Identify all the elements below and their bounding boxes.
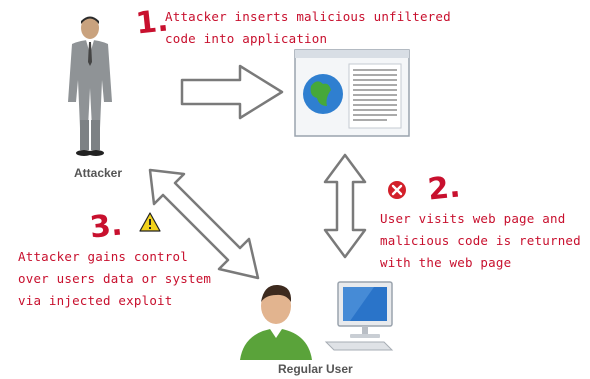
step-3-text: Attacker gains control over users data o…: [18, 246, 211, 312]
step-1-line-2: code into application: [165, 31, 328, 46]
step-2-number: 2.: [426, 169, 462, 208]
attacker-label: Attacker: [74, 166, 123, 180]
regular-user-figure: [240, 281, 394, 360]
error-x-icon: [388, 181, 406, 199]
step-3-line-2: over users data or system: [18, 271, 212, 286]
attacker-figure: [68, 16, 112, 156]
arrow-app-user-bidirectional: [323, 153, 367, 259]
arrow-attacker-to-app: [180, 64, 284, 120]
arrow-attacker-user-bidirectional: [148, 168, 260, 280]
warning-triangle-icon: [139, 212, 161, 232]
step-2-line-3: with the web page: [380, 255, 512, 270]
step-1-text: Attacker inserts malicious unfiltered co…: [165, 6, 451, 50]
regular-user-label: Regular User: [278, 362, 353, 376]
step-2-line-1: User visits web page and: [380, 211, 566, 226]
step-1-line-1: Attacker inserts malicious unfiltered: [165, 9, 451, 24]
step-2-text: User visits web page and malicious code …: [380, 208, 581, 274]
step-3-line-1: Attacker gains control: [18, 249, 188, 264]
step-2-line-2: malicious code is returned: [380, 233, 581, 248]
step-3-line-3: via injected exploit: [18, 293, 173, 308]
step-3-number: 3.: [88, 207, 124, 246]
application-window: [294, 49, 410, 137]
